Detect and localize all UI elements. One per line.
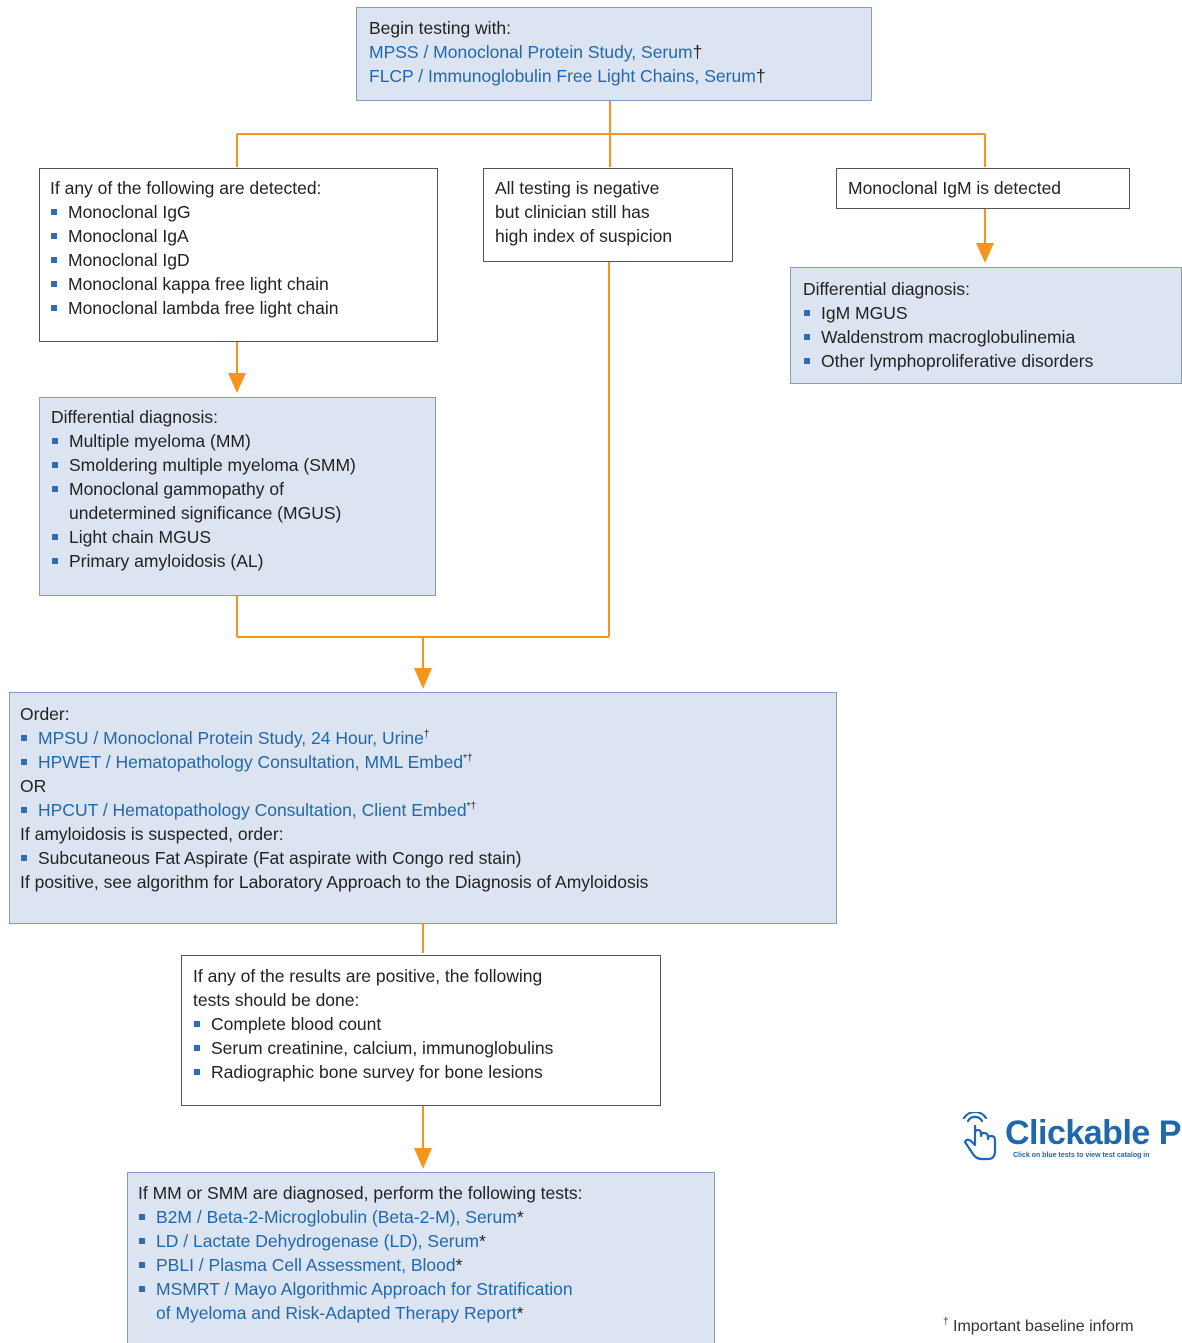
test-link-pbli[interactable]: PBLI / Plasma Cell Assessment, Blood bbox=[156, 1255, 456, 1275]
list-item: Light chain MGUS bbox=[51, 525, 424, 549]
dagger-mark: *† bbox=[463, 753, 473, 765]
list-item: Serum creatinine, calcium, immunoglobuli… bbox=[193, 1036, 649, 1060]
list-item: Smoldering multiple myeloma (SMM) bbox=[51, 453, 424, 477]
hand-pointer-icon bbox=[962, 1112, 997, 1161]
footnote: † Important baseline inform bbox=[943, 1316, 1134, 1336]
order-list-1: MPSU / Monoclonal Protein Study, 24 Hour… bbox=[20, 726, 826, 774]
dagger-mark: † bbox=[423, 729, 430, 741]
logo-subtext: Click on blue tests to view test catalog… bbox=[1013, 1152, 1150, 1159]
list-item: Monoclonal lambda free light chain bbox=[50, 296, 427, 320]
list-item: Primary amyloidosis (AL) bbox=[51, 549, 424, 573]
dagger-mark: † bbox=[943, 1316, 949, 1328]
order-box: Order: MPSU / Monoclonal Protein Study, … bbox=[9, 692, 837, 924]
test-link-hpcut[interactable]: HPCUT / Hematopathology Consultation, Cl… bbox=[38, 800, 467, 820]
clickable-pdf-logo: Clickable P Click on blue tests to view … bbox=[955, 1112, 1182, 1162]
followup-heading-line: tests should be done: bbox=[193, 990, 360, 1010]
detected-box: If any of the following are detected: Mo… bbox=[39, 168, 438, 342]
order-list-2: HPCUT / Hematopathology Consultation, Cl… bbox=[20, 798, 826, 822]
mm-list: B2M / Beta-2-Microglobulin (Beta-2-M), S… bbox=[138, 1205, 704, 1325]
arrowhead-igm bbox=[976, 243, 994, 263]
arrowhead-mm bbox=[414, 1148, 432, 1169]
mm-heading: If MM or SMM are diagnosed, perform the … bbox=[138, 1183, 583, 1203]
negative-line: but clinician still has bbox=[495, 202, 650, 222]
list-item: Monoclonal gammopathy of bbox=[51, 477, 424, 501]
list-item: Waldenstrom macroglobulinemia bbox=[803, 325, 1169, 349]
asterisk-mark: * bbox=[478, 1231, 486, 1251]
asterisk-mark: * bbox=[455, 1255, 463, 1275]
list-item: Monoclonal IgD bbox=[50, 248, 427, 272]
igm-dd-list: IgM MGUS Waldenstrom macroglobulinemia O… bbox=[803, 301, 1169, 373]
list-item: Multiple myeloma (MM) bbox=[51, 429, 424, 453]
test-link-msmrt-continued[interactable]: of Myeloma and Risk-Adapted Therapy Repo… bbox=[156, 1303, 517, 1323]
test-link-b2m[interactable]: B2M / Beta-2-Microglobulin (Beta-2-M), S… bbox=[156, 1207, 517, 1227]
logo-text: Clickable P bbox=[1005, 1114, 1181, 1152]
list-item: IgM MGUS bbox=[803, 301, 1169, 325]
list-item: Radiographic bone survey for bone lesion… bbox=[193, 1060, 649, 1084]
followup-list: Complete blood count Serum creatinine, c… bbox=[193, 1012, 649, 1084]
test-link-mpss[interactable]: MPSS / Monoclonal Protein Study, Serum bbox=[369, 42, 693, 62]
start-box: Begin testing with: MPSS / Monoclonal Pr… bbox=[356, 7, 872, 101]
start-heading: Begin testing with: bbox=[369, 18, 512, 38]
amyloid-note: If amyloidosis is suspected, order: bbox=[20, 824, 284, 844]
or-label: OR bbox=[20, 776, 47, 796]
list-item: Other lymphoproliferative disorders bbox=[803, 349, 1169, 373]
detected-list: Monoclonal IgG Monoclonal IgA Monoclonal… bbox=[50, 200, 427, 320]
negative-line: high index of suspicion bbox=[495, 226, 673, 246]
list-item: Monoclonal IgA bbox=[50, 224, 427, 248]
list-item: Monoclonal IgG bbox=[50, 200, 427, 224]
igm-text: Monoclonal IgM is detected bbox=[848, 178, 1062, 198]
list-item: Complete blood count bbox=[193, 1012, 649, 1036]
test-link-flcp[interactable]: FLCP / Immunoglobulin Free Light Chains,… bbox=[369, 66, 756, 86]
arrowhead-dd bbox=[228, 373, 246, 393]
igm-box: Monoclonal IgM is detected bbox=[836, 168, 1130, 209]
dd-list: Multiple myeloma (MM) Smoldering multipl… bbox=[51, 429, 424, 573]
list-item: Subcutaneous Fat Aspirate (Fat aspirate … bbox=[20, 846, 826, 870]
dd-heading: Differential diagnosis: bbox=[51, 407, 218, 427]
list-item: Monoclonal kappa free light chain bbox=[50, 272, 427, 296]
igm-differential-box: Differential diagnosis: IgM MGUS Waldens… bbox=[790, 267, 1182, 384]
negative-box: All testing is negative but clinician st… bbox=[483, 168, 733, 262]
test-link-msmrt[interactable]: MSMRT / Mayo Algorithmic Approach for St… bbox=[156, 1279, 573, 1299]
dagger-mark: *† bbox=[466, 801, 477, 813]
asterisk-mark: * bbox=[516, 1207, 524, 1227]
dagger-mark: † bbox=[755, 66, 766, 86]
detected-heading: If any of the following are detected: bbox=[50, 178, 322, 198]
order-heading: Order: bbox=[20, 704, 70, 724]
list-item-continuation: undetermined significance (MGUS) bbox=[69, 503, 342, 523]
dagger-mark: † bbox=[692, 42, 703, 62]
followup-box: If any of the results are positive, the … bbox=[181, 955, 661, 1106]
negative-line: All testing is negative bbox=[495, 178, 660, 198]
test-link-ld[interactable]: LD / Lactate Dehydrogenase (LD), Serum bbox=[156, 1231, 479, 1251]
mm-box: If MM or SMM are diagnosed, perform the … bbox=[127, 1172, 715, 1343]
asterisk-mark: * bbox=[516, 1303, 524, 1323]
test-link-mpsu[interactable]: MPSU / Monoclonal Protein Study, 24 Hour… bbox=[38, 728, 424, 748]
order-list-3: Subcutaneous Fat Aspirate (Fat aspirate … bbox=[20, 846, 826, 870]
positive-note: If positive, see algorithm for Laborator… bbox=[20, 872, 649, 892]
test-link-hpwet[interactable]: HPWET / Hematopathology Consultation, MM… bbox=[38, 752, 464, 772]
footnote-text: Important baseline inform bbox=[948, 1318, 1134, 1335]
igm-dd-heading: Differential diagnosis: bbox=[803, 279, 970, 299]
followup-heading-line: If any of the results are positive, the … bbox=[193, 966, 543, 986]
differential-box: Differential diagnosis: Multiple myeloma… bbox=[39, 397, 436, 596]
arrowhead-order bbox=[414, 668, 432, 689]
